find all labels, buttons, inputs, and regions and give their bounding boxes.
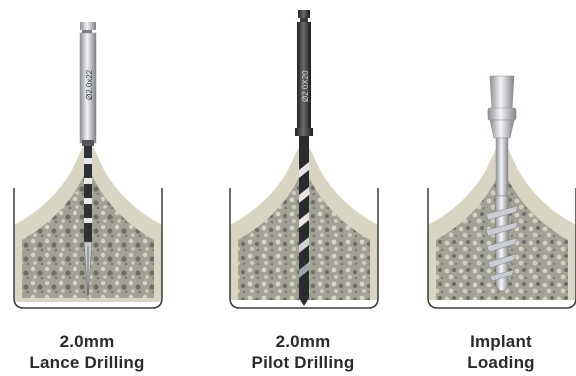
- caption-line-2: Loading: [416, 352, 576, 373]
- tool-marking: Ø2.0X20: [301, 70, 310, 102]
- step-caption: 2.0mm Lance Drilling: [2, 331, 172, 373]
- caption-line-1: Implant: [416, 331, 576, 352]
- caption-line-2: Pilot Drilling: [218, 352, 388, 373]
- step-lance-drilling: Ø2.0x22 2.0mm Lance Drilling: [2, 0, 172, 376]
- implant-loading-illustration: [416, 0, 576, 330]
- tool-marking: Ø2.0x22: [85, 69, 94, 100]
- caption-line-1: 2.0mm: [218, 331, 388, 352]
- step-caption: Implant Loading: [416, 331, 576, 373]
- pilot-drilling-illustration: Ø2.0X20: [218, 0, 388, 330]
- lance-drilling-illustration: Ø2.0x22: [2, 0, 172, 330]
- caption-line-1: 2.0mm: [2, 331, 172, 352]
- step-caption: 2.0mm Pilot Drilling: [218, 331, 388, 373]
- caption-line-2: Lance Drilling: [2, 352, 172, 373]
- step-implant-loading: Implant Loading: [416, 0, 576, 376]
- step-pilot-drilling: Ø2.0X20 2.0mm Pilot Drilling: [218, 0, 388, 376]
